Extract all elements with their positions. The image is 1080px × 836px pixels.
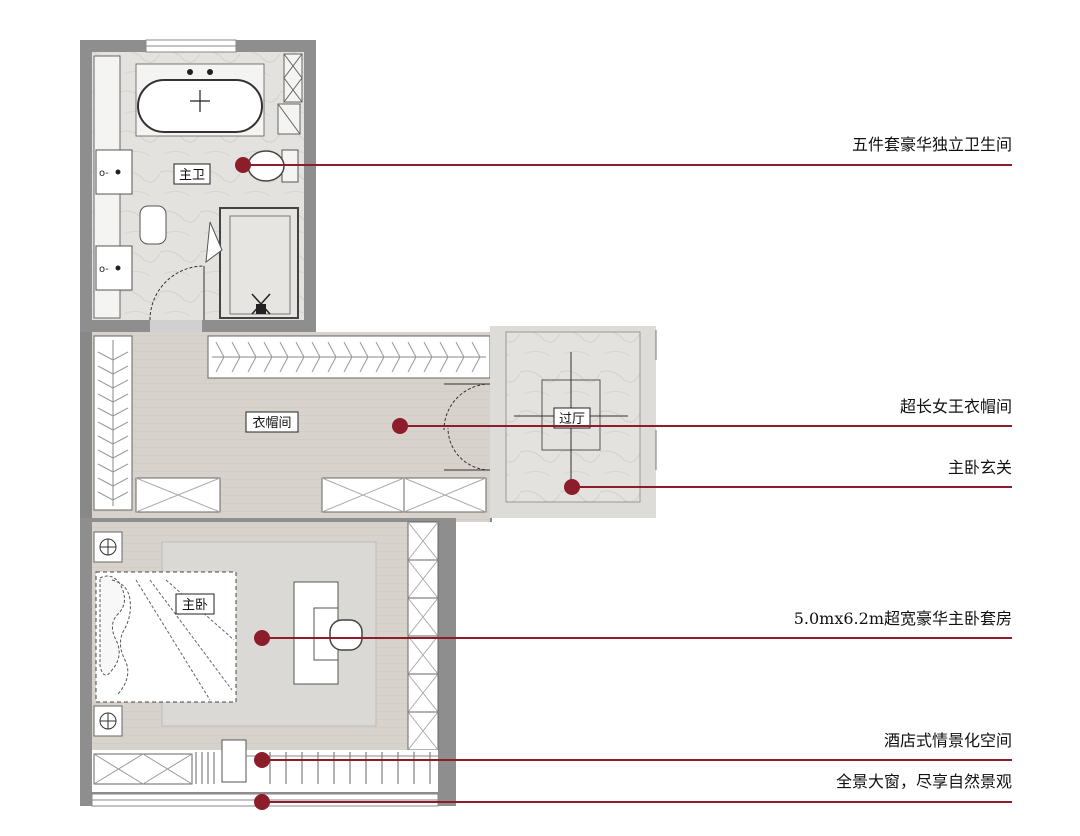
- room-label-walk-in-closet: 衣帽间: [245, 411, 299, 433]
- callout-master-bath: 五件套豪华独立卫生间: [851, 135, 1012, 154]
- top-hanging-rail: [207, 335, 491, 379]
- shower: [219, 207, 299, 319]
- callout-panoramic-window: 全景大窗，尽享自然景观: [835, 772, 1012, 791]
- bath-stool: [139, 205, 167, 245]
- left-hanging-rail: [93, 335, 133, 511]
- desk: [293, 581, 363, 685]
- bathtub: [135, 63, 265, 137]
- bedroom-wardrobe: [407, 521, 439, 751]
- svg-text:o-: o-: [99, 168, 109, 179]
- callout-walk-in-closet: 超长女王衣帽间: [899, 397, 1012, 416]
- svg-text:过厅: 过厅: [559, 412, 585, 427]
- double-vanity: o- o-: [93, 55, 133, 319]
- callout-leaders: [235, 157, 1012, 810]
- svg-text:衣帽间: 衣帽间: [252, 415, 291, 431]
- closet-cabinets: [135, 477, 487, 513]
- master-bath: o- o-: [80, 39, 316, 332]
- leader-dot-foyer: [564, 479, 580, 495]
- steps: [195, 752, 438, 784]
- callout-foyer: 主卧玄关: [947, 458, 1012, 477]
- svg-text:o-: o-: [99, 264, 109, 275]
- walk-in-closet: [80, 332, 492, 522]
- nightstands: [93, 531, 123, 737]
- svg-text:主卫: 主卫: [179, 168, 205, 183]
- bath-storage: [277, 53, 303, 135]
- svg-text:主卧: 主卧: [182, 598, 208, 613]
- leader-dot-window: [254, 794, 270, 810]
- bed: [95, 571, 237, 703]
- side-table: [221, 739, 247, 783]
- room-label-master-bedroom: 主卧: [175, 593, 215, 615]
- leader-dot-bath: [235, 157, 251, 173]
- leader-dot-closet: [392, 418, 408, 434]
- room-label-foyer: 过厅: [553, 407, 591, 429]
- leader-dot-hotel-space: [254, 752, 270, 768]
- room-label-master-bath: 主卫: [173, 163, 211, 185]
- window-bench: [93, 753, 193, 785]
- callout-hotel-space: 酒店式情景化空间: [883, 731, 1012, 750]
- leader-dot-bedroom: [254, 630, 270, 646]
- callout-master-bedroom: 5.0mx6.2m超宽豪华主卧套房: [793, 609, 1012, 628]
